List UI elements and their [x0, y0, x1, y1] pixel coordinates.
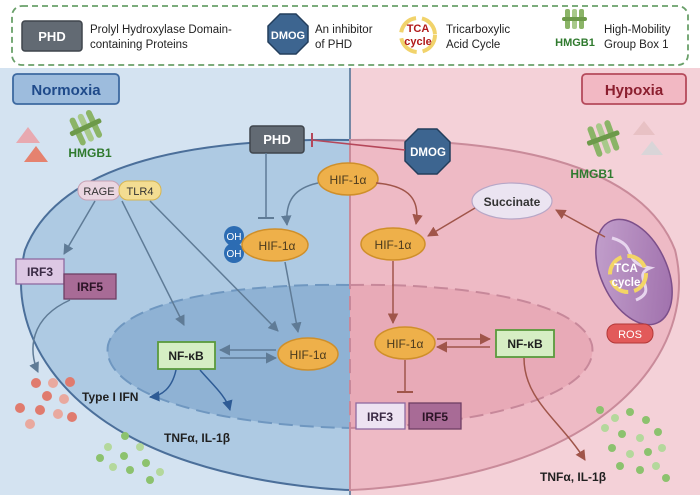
tnf-normoxia-label: TNFα, IL-1β	[164, 431, 230, 445]
triangle-icon	[16, 127, 40, 143]
nfkb-hypoxia-box	[495, 329, 555, 358]
succinate-label: Succinate	[484, 195, 541, 209]
dmog-legend-desc-2: of PHD	[315, 39, 352, 51]
irf3-normoxia-label: IRF3	[27, 265, 53, 279]
nfkb-to-tnf-hypoxia-arrow	[523, 357, 586, 461]
tca-legend-desc-2: Acid Cycle	[446, 39, 500, 51]
hmgb1-legend-abbr: HMGB1	[555, 37, 595, 49]
hif-nuc-hypoxia	[374, 326, 436, 360]
nfkb-normoxia-label: NF-κB	[168, 349, 204, 363]
phd-label: PHD	[263, 132, 290, 147]
tca-legend-abbr-1: TCA	[407, 23, 430, 35]
hif-nuc-normoxia	[277, 337, 339, 371]
irf-to-dots-arrow	[29, 299, 71, 373]
normoxia-title-box	[12, 73, 120, 105]
hif-oh-label: HIF-1α	[259, 239, 296, 253]
rage-label: RAGE	[83, 186, 114, 198]
dmog-legend-desc-1: An inhibitor	[315, 24, 373, 36]
tnf-normoxia-dots	[96, 432, 164, 484]
hmgb1-normoxia-icon	[69, 110, 103, 146]
nfkb-normoxia-box	[157, 341, 216, 370]
tca-legend-abbr-2: cycle	[404, 36, 432, 48]
oh-circle-2	[224, 243, 244, 263]
tlr4-to-hif-arrow	[149, 200, 279, 332]
tnf-hypoxia-dots	[596, 406, 670, 482]
nfkb-hypoxia-label: NF-κB	[507, 337, 543, 351]
tca-label-2: cycle	[612, 277, 641, 289]
type1-ifn-label: Type I IFN	[82, 390, 138, 404]
dmog-label: DMOG	[410, 147, 446, 159]
phd-legend-symbol	[21, 20, 83, 52]
nfkb-to-ifn-arrow	[148, 369, 177, 402]
hmgb1-legend-icon	[562, 9, 587, 29]
irf5-normoxia-label: IRF5	[77, 280, 103, 294]
rage-to-nfkb-arrow	[121, 200, 185, 326]
normoxia-title: Normoxia	[31, 82, 101, 99]
hif-nuc-normoxia-label: HIF-1α	[290, 348, 327, 362]
legend-hmgb1: HMGB1 High-Mobility Group Box 1	[555, 9, 671, 51]
oh-circle-1	[224, 226, 244, 246]
hmgb1-hypoxia-label: HMGB1	[570, 167, 614, 181]
ros-badge	[606, 323, 654, 344]
oh-label-1: OH	[227, 232, 242, 243]
hypoxia-title-box	[581, 73, 687, 105]
hif-nuc-hypoxia-label: HIF-1α	[387, 337, 424, 351]
type1-ifn-dots	[15, 377, 77, 429]
phd-box	[249, 125, 305, 154]
tca-label-1: TCA	[614, 263, 638, 275]
legend-dmog: DMOG An inhibitor of PHD	[267, 13, 373, 55]
tlr4-label: TLR4	[127, 186, 154, 198]
legend-box	[11, 5, 689, 66]
hif-top-label: HIF-1α	[330, 173, 367, 187]
hif-to-hifoh-arrow	[281, 182, 319, 227]
rage-to-irf-arrow	[63, 200, 96, 255]
dmog-legend-symbol	[267, 13, 309, 55]
tca-legend-symbol	[399, 16, 437, 54]
succinate-to-hif-arrow	[427, 207, 476, 237]
legend-tca: TCA cycle Tricarboxylic Acid Cycle	[399, 16, 510, 54]
irf3-hypoxia-box	[355, 402, 406, 430]
hmgb1-legend-desc-2: Group Box 1	[604, 39, 669, 51]
nfkb-to-tnf-arrow	[199, 369, 233, 412]
dmog-inhibit-line	[311, 139, 406, 151]
legend-phd: PHD Prolyl Hydroxylase Domain- containin…	[21, 20, 232, 52]
hypoxia-title: Hypoxia	[605, 82, 664, 99]
hifoh-to-nuc-arrow	[284, 261, 302, 334]
tca-cycle-icon	[608, 254, 648, 294]
irf3-hypoxia-label: IRF3	[367, 410, 393, 424]
irf5-hypoxia-box	[408, 402, 462, 430]
phd-legend-desc-1: Prolyl Hydroxylase Domain-	[90, 24, 232, 36]
hif-top	[317, 162, 379, 196]
hif-oh	[241, 228, 309, 262]
hmgb1-hypoxia-icon	[586, 120, 620, 157]
irf3-normoxia-box	[15, 258, 65, 285]
hiftop-to-hifmid-arrow	[375, 182, 423, 226]
triangle-icon	[641, 141, 663, 155]
dmog-legend-abbr: DMOG	[271, 30, 305, 42]
ros-label: ROS	[618, 329, 642, 341]
triangle-icon	[24, 146, 48, 162]
hmgb1-legend-desc-1: High-Mobility	[604, 24, 671, 36]
oh-label-2: OH	[227, 249, 242, 260]
phd-legend-desc-2: containing Proteins	[90, 39, 188, 51]
succinate-blob	[471, 182, 553, 220]
irf5-normoxia-box	[63, 273, 117, 300]
tca-legend-desc-1: Tricarboxylic	[446, 24, 510, 36]
normoxia-nucleus	[106, 283, 351, 430]
phd-legend-abbr: PHD	[38, 29, 65, 44]
tlr4-receptor	[118, 180, 162, 201]
hif-mid-hypoxia	[360, 227, 426, 261]
tnf-hypoxia-label: TNFα, IL-1β	[540, 470, 606, 484]
hmgb1-normoxia-label: HMGB1	[68, 146, 112, 160]
irf5-hypoxia-label: IRF5	[422, 410, 448, 424]
dmog-octagon	[404, 128, 451, 175]
mitochondrion: TCA cycle	[595, 218, 673, 326]
mito-to-succinate-arrow	[555, 209, 606, 238]
hif-mid-hypoxia-label: HIF-1α	[375, 238, 412, 252]
triangle-icon	[633, 121, 655, 135]
